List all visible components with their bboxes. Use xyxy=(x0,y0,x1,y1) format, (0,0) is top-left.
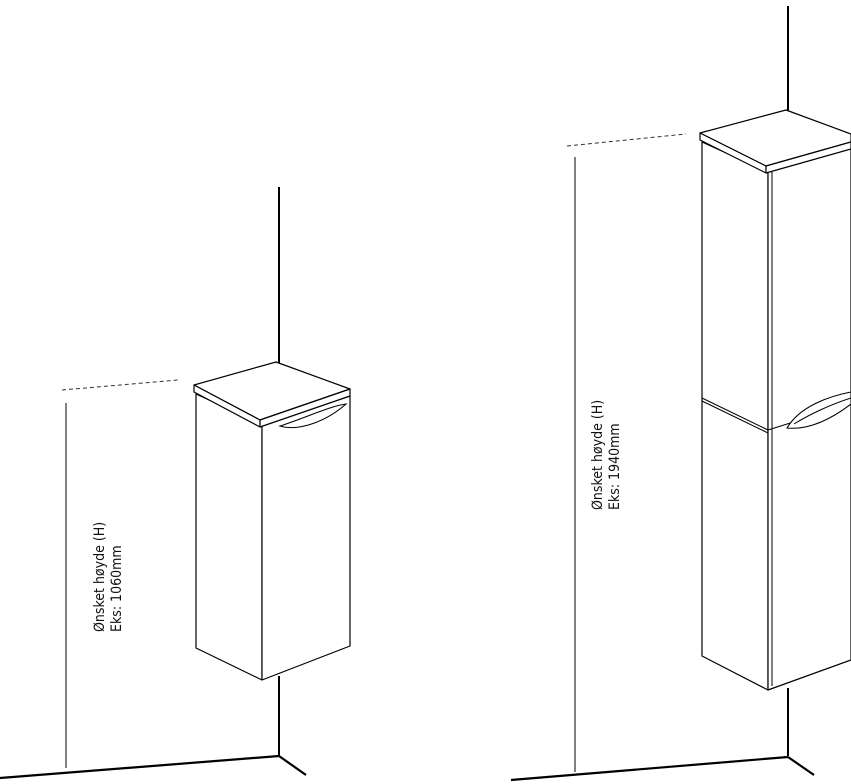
right-floor-line xyxy=(510,755,789,782)
right-cabinet xyxy=(699,109,851,691)
right-cabinet-handle-detail xyxy=(793,397,851,425)
left-label-line2: Eks: 1060mm xyxy=(109,545,125,632)
left-cabinet-handle xyxy=(278,403,348,429)
left-cabinet-front xyxy=(261,395,351,681)
left-floor-line-right xyxy=(278,755,307,776)
right-label-line2: Eks: 1940mm xyxy=(607,423,623,510)
left-height-marker-dashed xyxy=(61,379,179,391)
right-label-line1: Ønsket høyde (H) xyxy=(590,400,606,510)
right-floor-line-right xyxy=(787,756,815,776)
left-cabinet-top-edge-front xyxy=(259,388,351,428)
left-label-line1: Ønsket høyde (H) xyxy=(92,522,108,632)
left-cabinet-side xyxy=(195,393,263,681)
right-cabinet-top-edge-front xyxy=(765,141,851,174)
right-figure: Ønsket høyde (H) Eks: 1940mm xyxy=(510,6,851,782)
left-figure: Ønsket høyde (H) Eks: 1060mm xyxy=(0,187,351,780)
left-height-label: Ønsket høyde (H) Eks: 1060mm xyxy=(92,518,125,632)
right-height-marker-dashed xyxy=(566,133,687,147)
left-cabinet xyxy=(193,361,351,681)
right-cabinet-split-side-2 xyxy=(701,400,769,434)
right-cabinet-side xyxy=(701,141,769,691)
right-height-label: Ønsket høyde (H) Eks: 1940mm xyxy=(590,396,623,510)
right-cabinet-split-side xyxy=(701,397,769,431)
left-floor-line xyxy=(0,754,280,780)
